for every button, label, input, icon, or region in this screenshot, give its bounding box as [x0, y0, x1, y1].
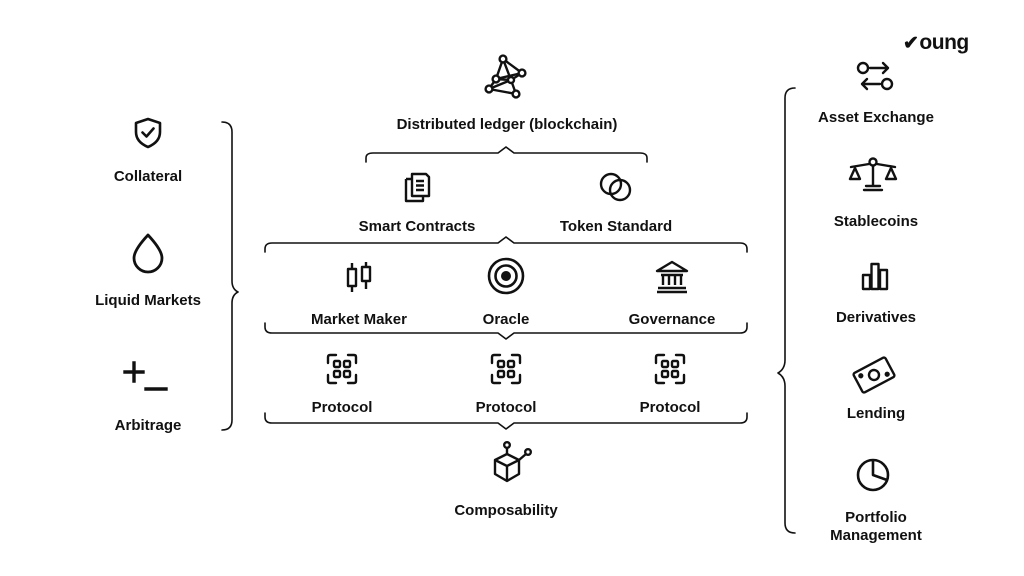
brand-logo: ✔oung [903, 30, 969, 57]
row2-top-brace [264, 236, 748, 253]
right-brace [777, 87, 796, 534]
protocol-scan-icon [324, 351, 360, 387]
row1-label: Smart Contracts [358, 218, 476, 235]
cube-nodes-icon [487, 441, 533, 489]
documents-icon [402, 170, 432, 204]
left-brace [221, 121, 239, 431]
droplet-icon [130, 232, 166, 274]
row3-bottom-brace [264, 412, 748, 430]
logo-text: oung [919, 31, 969, 54]
plus-minus-icon [120, 358, 170, 394]
logo-mark: ✔ [903, 33, 919, 54]
row2-label: Oracle [482, 311, 530, 328]
shield-check-icon [132, 116, 164, 150]
right-item-label: Portfolio [845, 509, 907, 526]
right-item-label: Derivatives [835, 309, 917, 326]
network-nodes-icon [483, 54, 531, 100]
row2-label: Governance [628, 311, 716, 328]
target-icon [486, 256, 526, 296]
balance-scale-icon [846, 155, 900, 195]
left-item-label: Liquid Markets [95, 292, 201, 309]
row1-label: Token Standard [559, 218, 673, 235]
row3-label: Protocol [311, 399, 373, 416]
right-item-label: Asset Exchange [818, 109, 934, 126]
right-item-label: Lending [846, 405, 906, 422]
protocol-scan-icon [488, 351, 524, 387]
row2-label: Market Maker [311, 311, 407, 328]
left-item-label: Collateral [113, 168, 183, 185]
overlapping-circles-icon [597, 170, 635, 204]
candlestick-icon [343, 259, 375, 295]
bank-building-icon [654, 259, 690, 295]
center-bottom-label: Composability [454, 502, 558, 519]
bar-chart-icon [859, 259, 891, 293]
left-item-label: Arbitrage [114, 417, 182, 434]
banknote-icon [852, 355, 896, 395]
row3-label: Protocol [639, 399, 701, 416]
row3-label: Protocol [475, 399, 537, 416]
pie-chart-icon [854, 456, 892, 494]
right-item-label-line2: Management [830, 527, 922, 544]
top-brace [365, 146, 648, 163]
exchange-arrows-icon [855, 58, 895, 94]
right-item-label: Stablecoins [833, 213, 919, 230]
protocol-scan-icon [652, 351, 688, 387]
row2-bottom-brace [264, 322, 748, 340]
center-top-label: Distributed ledger (blockchain) [396, 116, 618, 133]
